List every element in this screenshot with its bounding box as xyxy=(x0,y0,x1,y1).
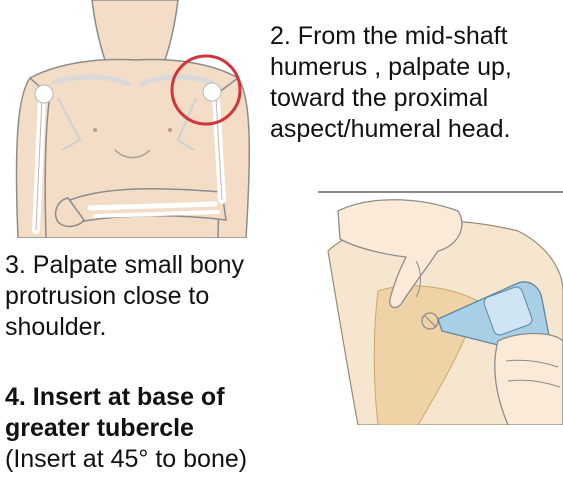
step-2-instruction: 2. From the mid-shaft humerus , palpate … xyxy=(270,21,563,145)
step-4-title-line: greater tubercle xyxy=(5,413,325,444)
step-4-title-line: 4. Insert at base of xyxy=(5,382,325,413)
shoulder-anatomy-illustration xyxy=(0,0,262,238)
step-2-line: aspect/humeral head. xyxy=(270,114,563,145)
step-3-line: protrusion close to xyxy=(5,281,305,312)
step-2-line: 2. From the mid-shaft xyxy=(270,21,563,52)
step-2-line: toward the proximal xyxy=(270,83,563,114)
step-3-line: shoulder. xyxy=(5,312,305,343)
step-3-line: 3. Palpate small bony xyxy=(5,250,305,281)
step-3-instruction: 3. Palpate small bony protrusion close t… xyxy=(5,250,305,343)
step-2-line: humerus , palpate up, xyxy=(270,52,563,83)
step-4-instruction: 4. Insert at base of greater tubercle (I… xyxy=(5,382,325,475)
insertion-illustration xyxy=(318,191,563,425)
step-4-note: (Insert at 45° to bone) xyxy=(5,444,325,475)
